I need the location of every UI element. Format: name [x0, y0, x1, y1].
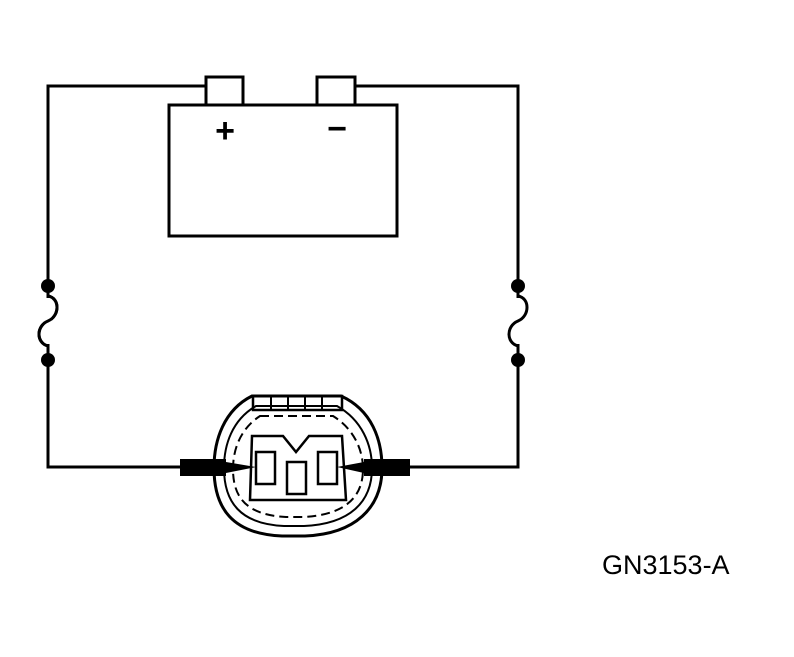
- connector-pin-left: [254, 450, 277, 486]
- negative-terminal: [315, 75, 357, 107]
- connector-pin-center: [285, 460, 308, 496]
- connector-housing: [212, 394, 384, 538]
- positive-label: +: [215, 112, 235, 150]
- connector-pin-right: [316, 450, 339, 486]
- negative-label: −: [327, 110, 347, 148]
- jumper-left-node-bottom: [41, 353, 55, 367]
- probe-right: [337, 459, 410, 476]
- connector: [212, 394, 384, 538]
- wire-left: [46, 84, 206, 469]
- connector-seal-ring: [231, 415, 365, 518]
- figure-id-label: GN3153-A: [602, 550, 730, 580]
- probe-left-tip: [226, 462, 256, 473]
- probe-left: [180, 459, 256, 476]
- connector-cavity: [248, 434, 348, 502]
- probe-right-tip: [337, 462, 364, 473]
- jumper-left-node-top: [41, 279, 55, 293]
- connector-lock-tab: [251, 394, 344, 412]
- fused-jumper-left: [37, 279, 59, 367]
- jumper-right-node-top: [511, 279, 525, 293]
- jumper-right-node-bottom: [511, 353, 525, 367]
- probe-left-grip: [180, 459, 226, 476]
- battery: + −: [167, 75, 399, 238]
- fuse-right-icon: [507, 294, 529, 348]
- positive-terminal: [204, 75, 245, 107]
- wiring: [46, 84, 520, 469]
- probe-right-grip: [364, 459, 410, 476]
- fused-jumper-right: [507, 279, 529, 367]
- battery-body: [167, 103, 399, 238]
- connector-inner-outline: [222, 405, 374, 527]
- wire-right: [355, 84, 520, 469]
